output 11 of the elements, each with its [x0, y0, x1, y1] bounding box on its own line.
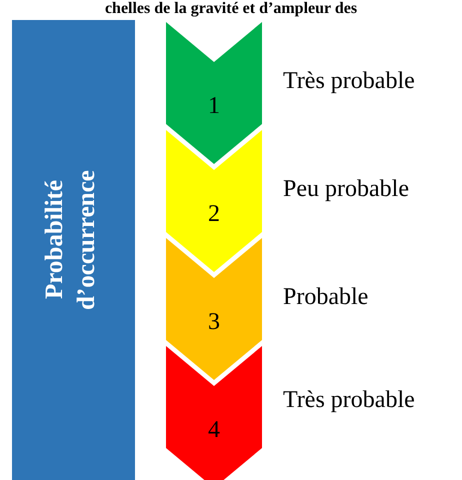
category-bar — [12, 20, 135, 480]
diagram-title: chelles de la gravité et d’ampleur des — [104, 0, 358, 18]
level-label: Très probable — [283, 386, 415, 414]
axis-title: Probabilité d’occurrence — [40, 169, 100, 312]
level-label: Très probable — [283, 67, 415, 95]
step-number: 3 — [208, 308, 220, 336]
step-number: 2 — [208, 200, 220, 228]
level-label: Probable — [283, 283, 368, 311]
level-label: Peu probable — [283, 175, 409, 203]
step-number: 1 — [208, 92, 220, 120]
step-number: 4 — [208, 416, 220, 444]
